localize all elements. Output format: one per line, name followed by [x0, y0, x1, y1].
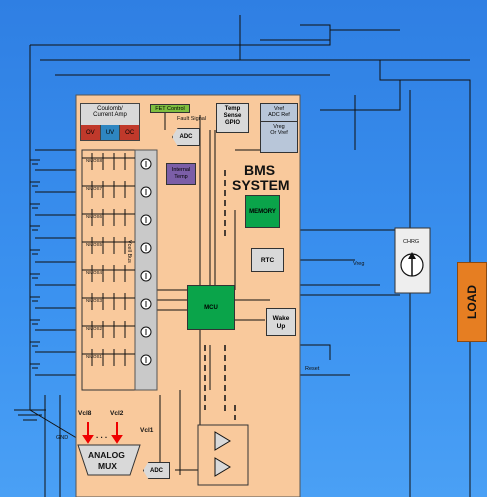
adc-bottom: ADC	[143, 462, 170, 479]
vcl8-label: Vcl8	[78, 411, 91, 418]
rtc-block: RTC	[251, 248, 284, 272]
chrg-label: CHRG	[403, 240, 419, 246]
nmos-label: NMOS2	[86, 327, 102, 332]
wake-up-line2: Up	[267, 323, 295, 331]
memory-block: MEMORY	[245, 195, 280, 228]
vcl1-label: Vcl1	[140, 428, 153, 435]
oc-block: OC	[120, 125, 139, 140]
reset-label: Reset	[305, 367, 319, 373]
mux-dots: . . .	[96, 432, 107, 440]
fet-control: FET Control	[150, 104, 190, 113]
mcu-block: MCU	[187, 285, 235, 330]
internal-temp-line1: Internal	[167, 167, 195, 174]
temp-sense-gpio: Temp Sense GPIO	[216, 103, 249, 133]
internal-temp: Internal Temp	[166, 163, 196, 185]
fault-signal-label: Fault Signal	[177, 117, 206, 123]
gnd-label: GND	[56, 436, 68, 442]
memory-label: MEMORY	[249, 209, 276, 215]
temp-sense-line3: GPIO	[217, 120, 248, 127]
bms-title-line2: SYSTEM	[232, 178, 290, 192]
nmos-label: NMOS7	[86, 187, 102, 192]
rtc-label: RTC	[261, 257, 274, 264]
coulomb-label: Coulomb/ Current Amp	[81, 104, 139, 118]
wake-up-line1: Wake	[267, 315, 295, 323]
adc-top-label: ADC	[180, 134, 193, 140]
uv-label: UV	[106, 130, 114, 136]
internal-temp-line2: Temp	[167, 174, 195, 181]
temp-sense-line1: Temp	[217, 106, 248, 113]
vref-block: Vref ADC Ref Vreg Or Vref	[260, 103, 298, 153]
nmos-label: NMOS6	[86, 215, 102, 220]
ov-block: OV	[81, 125, 101, 140]
vcell-bus-bar	[135, 150, 157, 390]
ov-label: OV	[86, 130, 95, 136]
fet-control-label: FET Control	[155, 106, 185, 112]
analog-mux-line1: ANALOG	[88, 451, 125, 460]
oc-label: OC	[125, 130, 134, 136]
nmos-label: NMOS3	[86, 299, 102, 304]
nmos-label: NMOS1	[86, 355, 102, 360]
uv-block: UV	[101, 125, 121, 140]
vcl2-label: Vcl2	[110, 411, 123, 418]
nmos-label: NMOS5	[86, 243, 102, 248]
mcu-label: MCU	[204, 305, 218, 311]
analog-mux-line2: MUX	[98, 462, 117, 471]
load-label: LOAD	[465, 285, 479, 319]
adc-top: ADC	[172, 128, 200, 146]
vreg-label: Vreg	[353, 262, 364, 268]
vcell-bus-label: Vcell Bus	[126, 240, 132, 263]
coulomb-current-amp: Coulomb/ Current Amp OV UV OC	[80, 103, 140, 141]
nmos-label: NMOS4	[86, 271, 102, 276]
nmos-label: NMOS8	[86, 159, 102, 164]
temp-sense-line2: Sense	[217, 113, 248, 120]
vref-line4: Or Vref	[261, 130, 297, 136]
adc-bottom-label: ADC	[150, 468, 163, 474]
bms-title-line1: BMS	[244, 163, 275, 177]
load-block: LOAD	[457, 262, 487, 342]
wake-up-block: Wake Up	[266, 308, 296, 336]
vref-line2: ADC Ref	[261, 112, 297, 118]
